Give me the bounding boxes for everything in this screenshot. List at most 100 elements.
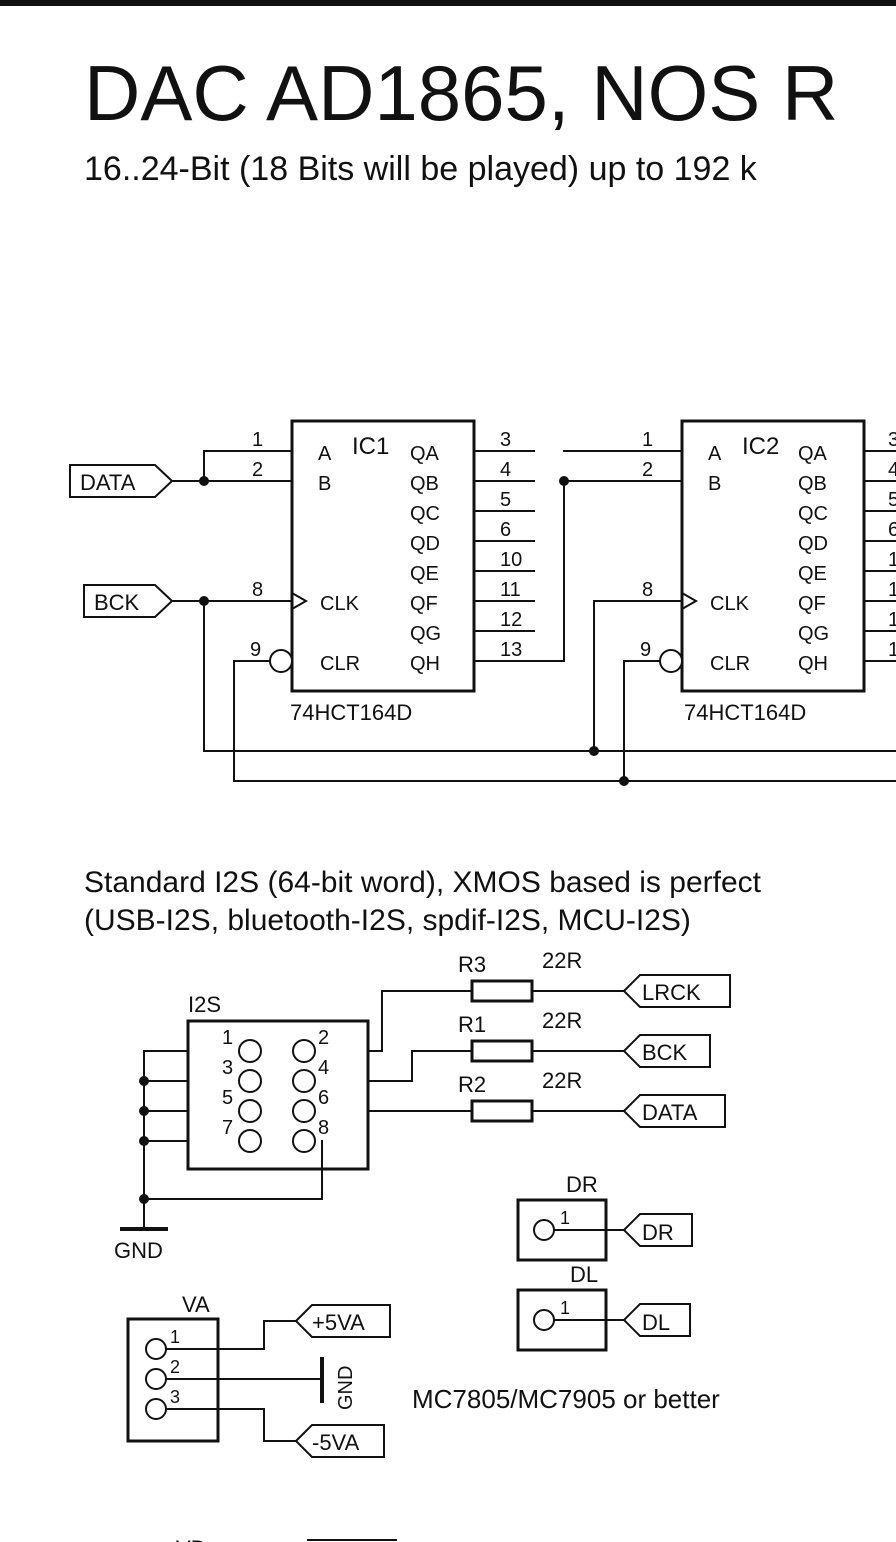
ic2-pin-b-label: B bbox=[708, 473, 721, 495]
ic2-pin-9: 9 bbox=[640, 639, 651, 661]
r3-value: 22R bbox=[542, 948, 582, 973]
va-gnd-label: GND bbox=[335, 1366, 357, 1410]
junction-bck bbox=[199, 596, 209, 606]
ic1-pin-6: 6 bbox=[500, 519, 511, 541]
ic1-pin-13: 13 bbox=[500, 639, 522, 661]
neg5va-port bbox=[294, 1424, 385, 1458]
ic2-clock-symbol bbox=[680, 591, 699, 611]
pos5va-label: +5VA bbox=[312, 1310, 365, 1335]
ic2-pin-10: 1 bbox=[888, 549, 896, 571]
ic1-ref: IC1 bbox=[352, 433, 389, 460]
ic2-output-qh: QH bbox=[798, 653, 828, 675]
ic1-pin-4: 4 bbox=[500, 459, 511, 481]
i2s-header: I2S 1 3 5 7 2 4 6 8 bbox=[186, 992, 370, 1171]
resistor-output-wires bbox=[531, 990, 625, 1112]
ic1-output-qh: QH bbox=[410, 653, 440, 675]
junction-ic2-clr bbox=[619, 776, 629, 786]
ic2-pin-a-label: A bbox=[708, 443, 722, 465]
ic2-pin-clr-label: CLR bbox=[710, 653, 750, 675]
ic2-output-qg: QG bbox=[798, 623, 829, 645]
ic2-pin-13: 1 bbox=[888, 639, 896, 661]
ic1-clr-inversion-bubble bbox=[269, 649, 293, 673]
top-border bbox=[0, 0, 896, 6]
ic1-pin-1: 1 bbox=[252, 429, 263, 451]
ic1-pin-11: 11 bbox=[500, 579, 521, 601]
ic1-pin-5: 5 bbox=[500, 489, 511, 511]
r1-ref: R1 bbox=[458, 1012, 486, 1037]
ic2-pin-2: 2 bbox=[642, 459, 653, 481]
ic2-output-qf: QF bbox=[798, 593, 826, 615]
ic2-clr-wire bbox=[623, 660, 661, 782]
diagram-subtitle: 16..24-Bit (18 Bits will be played) up t… bbox=[84, 150, 758, 188]
dl-net-label: DL bbox=[642, 1310, 670, 1335]
ic2-clr-inversion-bubble bbox=[659, 649, 683, 673]
i2s-pin-7: 7 bbox=[222, 1117, 233, 1139]
va-neg-wire bbox=[165, 1408, 297, 1442]
i2s-header-label: I2S bbox=[188, 992, 221, 1017]
bck-clock-bus bbox=[171, 600, 896, 752]
dr-label: DR bbox=[566, 1172, 598, 1197]
va-gnd-symbol bbox=[320, 1357, 324, 1403]
ic1-output-qg: QG bbox=[410, 623, 441, 645]
ic1-qh-to-ic2-wire bbox=[473, 450, 683, 662]
dr-pin-1: 1 bbox=[560, 1208, 570, 1228]
ic1-output-qe: QE bbox=[410, 563, 439, 585]
lrck-wire bbox=[367, 990, 473, 1052]
i2s-pin-3: 3 bbox=[222, 1057, 233, 1079]
junction-gnd-8 bbox=[139, 1194, 149, 1204]
ic2-pin-clk-label: CLK bbox=[710, 593, 750, 615]
va-pin-1: 1 bbox=[170, 1327, 180, 1347]
ic1-part-number: 74HCT164D bbox=[290, 700, 412, 725]
ic2-pin-1: 1 bbox=[642, 429, 653, 451]
ic2-pin-4: 4 bbox=[888, 459, 896, 481]
i2s-pin-5: 5 bbox=[222, 1087, 233, 1109]
ic2-output-qc: QC bbox=[798, 503, 828, 525]
data-output-label: DATA bbox=[642, 1100, 698, 1125]
dr-net-port bbox=[622, 1213, 693, 1247]
junction-gnd-5 bbox=[139, 1106, 149, 1116]
r3-ref: R3 bbox=[458, 952, 486, 977]
ic2-pin-3: 3 bbox=[888, 429, 896, 451]
ic1-output-qf: QF bbox=[410, 593, 438, 615]
junction-gnd-7 bbox=[139, 1136, 149, 1146]
dl-pin-1: 1 bbox=[560, 1298, 570, 1318]
dr-connector: DR 1 DR bbox=[516, 1172, 693, 1262]
junction-data bbox=[199, 476, 209, 486]
ic1-pin-9: 9 bbox=[250, 639, 261, 661]
ic1-pin-a-label: A bbox=[318, 443, 332, 465]
ic2-part-number: 74HCT164D bbox=[684, 700, 806, 725]
i2s-pin-4: 4 bbox=[318, 1057, 329, 1079]
clr-bus bbox=[233, 660, 896, 782]
neg5va-label: -5VA bbox=[312, 1430, 360, 1455]
junction-gnd-3 bbox=[139, 1076, 149, 1086]
ic2-output-qd: QD bbox=[798, 533, 828, 555]
data-to-ic1-wire bbox=[171, 450, 293, 482]
r2-ref: R2 bbox=[458, 1072, 486, 1097]
lrck-output-port: LRCK bbox=[622, 974, 731, 1008]
ic2-output-qb: QB bbox=[798, 473, 827, 495]
va-pin-3: 3 bbox=[170, 1387, 180, 1407]
i2s-note-line2: (USB-I2S, bluetooth-I2S, spdif-I2S, MCU-… bbox=[84, 904, 691, 937]
ic2-clock-wire bbox=[593, 600, 683, 752]
bck-port-label: BCK bbox=[94, 590, 140, 615]
ic2-ref: IC2 bbox=[742, 433, 779, 460]
ic1-pin-3: 3 bbox=[500, 429, 511, 451]
junction-ic2-clk bbox=[589, 746, 599, 756]
ic2-pin-6: 6 bbox=[888, 519, 896, 541]
diagram-title: DAC AD1865, NOS R bbox=[84, 49, 838, 137]
dl-connector: DL 1 DL bbox=[516, 1262, 691, 1352]
va-label: VA bbox=[182, 1292, 210, 1317]
ic2-pin-12: 1 bbox=[888, 609, 896, 631]
lrck-port-label: LRCK bbox=[642, 980, 701, 1005]
ic1-pin-12: 12 bbox=[500, 609, 522, 631]
va-pin-2: 2 bbox=[170, 1357, 180, 1377]
ic2-shift-register: IC2 A B CLK CLR 74HCT164D QA QB QC QD QE… bbox=[640, 419, 896, 725]
ic1-pin-b-label: B bbox=[318, 473, 331, 495]
bck-input-port: BCK bbox=[83, 584, 174, 618]
ic1-output-qd: QD bbox=[410, 533, 440, 555]
resistor-r3: R3 22R bbox=[458, 948, 582, 1003]
ic2-output-stubs bbox=[863, 450, 896, 662]
data-input-port: DATA bbox=[69, 464, 174, 498]
bck-output-label: BCK bbox=[642, 1040, 688, 1065]
